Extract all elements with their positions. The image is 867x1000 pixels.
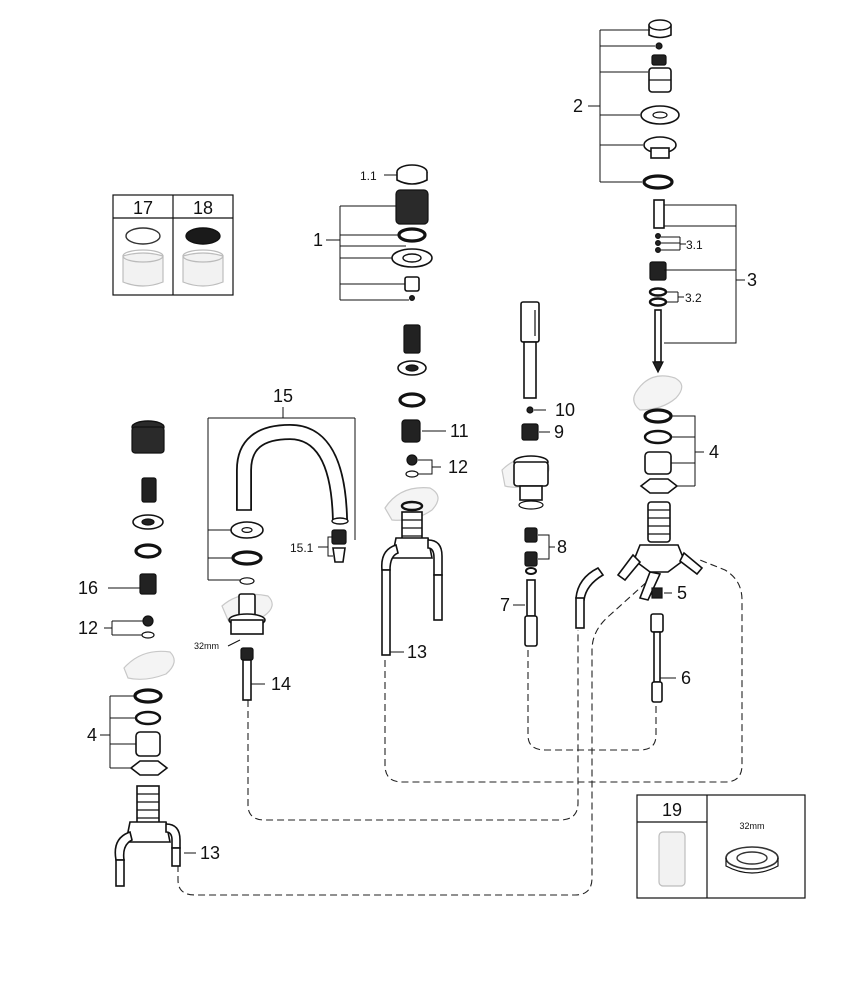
box-17-18: 17 18 <box>112 194 234 296</box>
handshower-assembly <box>501 301 550 647</box>
label-5: 5 <box>677 583 687 603</box>
label-12-mid: 12 <box>448 457 468 477</box>
box-19: 19 32mm <box>636 794 806 899</box>
spout-labels: 15 15.1 32mm 14 <box>194 386 356 694</box>
spout-assembly <box>221 423 349 701</box>
label-15: 15 <box>273 386 293 406</box>
right-column-labels: 2 3.1 3 3.2 4 5 6 <box>573 29 757 688</box>
spout-nut-size: 32mm <box>194 641 219 651</box>
label-3-1: 3.1 <box>686 238 703 252</box>
label-15-1: 15.1 <box>290 541 314 555</box>
label-9: 9 <box>554 422 564 442</box>
label-17: 17 <box>133 198 153 218</box>
hose-routes <box>177 559 743 896</box>
label-8: 8 <box>557 537 567 557</box>
label-12-left: 12 <box>78 618 98 638</box>
label-6: 6 <box>681 668 691 688</box>
label-18: 18 <box>193 198 213 218</box>
label-16: 16 <box>78 578 98 598</box>
left-valve-assembly <box>114 420 181 887</box>
box19-nut-size: 32mm <box>739 821 764 831</box>
label-4-left: 4 <box>87 725 97 745</box>
label-4-right: 4 <box>709 442 719 462</box>
label-7: 7 <box>500 595 510 615</box>
label-13-left: 13 <box>200 843 220 863</box>
label-14: 14 <box>271 674 291 694</box>
label-3: 3 <box>747 270 757 290</box>
middle-column-labels: 1.1 1 11 12 13 <box>313 169 469 662</box>
label-10: 10 <box>555 400 575 420</box>
label-19: 19 <box>662 800 682 820</box>
handshower-labels: 10 9 8 7 <box>500 400 575 615</box>
label-3-2: 3.2 <box>685 291 702 305</box>
label-13-mid: 13 <box>407 642 427 662</box>
label-11: 11 <box>450 421 469 441</box>
left-column-labels: 16 12 4 13 <box>78 578 220 863</box>
label-1: 1 <box>313 230 323 250</box>
middle-valve-assembly <box>380 164 443 656</box>
label-2: 2 <box>573 96 583 116</box>
label-1-1: 1.1 <box>360 169 377 183</box>
